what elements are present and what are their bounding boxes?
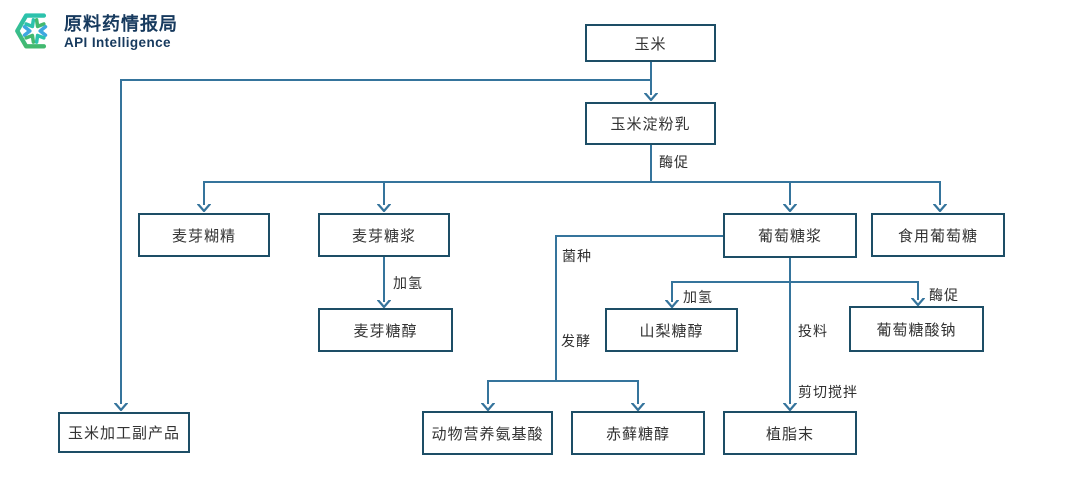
arrowhead-down-icon bbox=[783, 403, 797, 411]
edge-label-enzymatic-gluconate: 酶促 bbox=[928, 285, 960, 305]
node-glucose-syrup: 葡萄糖浆 bbox=[723, 213, 857, 258]
node-maltodextrin: 麦芽糊精 bbox=[138, 213, 270, 257]
edge-label-enzymatic-top: 酶促 bbox=[658, 152, 690, 172]
edge-corn-starchmilk bbox=[650, 62, 652, 95]
node-malt-syrup: 麦芽糖浆 bbox=[318, 213, 450, 257]
node-erythritol: 赤藓糖醇 bbox=[571, 411, 705, 455]
node-sorbitol: 山梨糖醇 bbox=[605, 308, 738, 352]
edge-label-fermentation: 发酵 bbox=[560, 331, 592, 351]
node-sodium-gluconate: 葡萄糖酸钠 bbox=[849, 306, 984, 352]
logo: 原料药情报局 API Intelligence bbox=[12, 8, 178, 56]
node-corn-processing-byproducts: 玉米加工副产品 bbox=[58, 412, 190, 453]
edge-corn-byproduct-v bbox=[120, 79, 122, 404]
logo-title: 原料药情报局 bbox=[64, 13, 178, 34]
edge-ferment-branch-h bbox=[487, 380, 639, 382]
edge-drop-erythritol bbox=[637, 380, 639, 404]
node-corn-starch-milk: 玉米淀粉乳 bbox=[585, 102, 716, 145]
arrowhead-down-icon bbox=[911, 298, 925, 306]
edge-label-strain: 菌种 bbox=[561, 246, 593, 266]
edge-starchmilk-branch-v bbox=[650, 145, 652, 182]
node-edible-glucose: 食用葡萄糖 bbox=[871, 213, 1005, 257]
hexagon-pinwheel-icon bbox=[15, 13, 48, 49]
arrowhead-down-icon bbox=[665, 300, 679, 308]
node-corn: 玉米 bbox=[585, 24, 716, 62]
node-maltitol: 麦芽糖醇 bbox=[318, 308, 453, 352]
node-animal-nutrition-amino-acid: 动物营养氨基酸 bbox=[422, 411, 553, 455]
edge-drop-maltsyrup bbox=[383, 181, 385, 205]
edge-corn-byproduct-h bbox=[120, 79, 652, 81]
edge-glucosesyrup-creamer bbox=[789, 258, 791, 404]
edge-maltsyrup-maltitol bbox=[383, 257, 385, 302]
edge-label-hydrogenation-maltitol: 加氢 bbox=[392, 273, 424, 293]
logo-subtitle: API Intelligence bbox=[64, 34, 171, 50]
arrowhead-down-icon bbox=[377, 300, 391, 308]
arrowhead-down-icon bbox=[644, 93, 658, 101]
edge-starchmilk-branch-h bbox=[203, 181, 940, 183]
arrowhead-down-icon bbox=[933, 204, 947, 212]
arrowhead-down-icon bbox=[114, 403, 128, 411]
edge-drop-edibleglucose bbox=[939, 181, 941, 205]
edge-glucosesyrup-ferment-h bbox=[555, 235, 723, 237]
arrowhead-down-icon bbox=[481, 403, 495, 411]
edge-glucosesyrup-ferment-v bbox=[555, 235, 557, 381]
edge-drop-sorbitol bbox=[671, 281, 673, 302]
edge-label-hydrogenation-sorbitol: 加氢 bbox=[682, 287, 714, 307]
edge-label-shear-mixing: 剪切搅拌 bbox=[797, 382, 859, 402]
edge-drop-glucosesyrup bbox=[789, 181, 791, 205]
node-non-dairy-creamer: 植脂末 bbox=[723, 411, 857, 455]
edge-drop-aminoacid bbox=[487, 380, 489, 404]
edge-drop-maltodextrin bbox=[203, 181, 205, 205]
arrowhead-down-icon bbox=[631, 403, 645, 411]
arrowhead-down-icon bbox=[783, 204, 797, 212]
edge-glucosesyrup-side-h bbox=[671, 281, 919, 283]
arrowhead-down-icon bbox=[377, 204, 391, 212]
edge-label-feeding: 投料 bbox=[797, 321, 829, 341]
arrowhead-down-icon bbox=[197, 204, 211, 212]
edge-drop-gluconate bbox=[917, 281, 919, 300]
